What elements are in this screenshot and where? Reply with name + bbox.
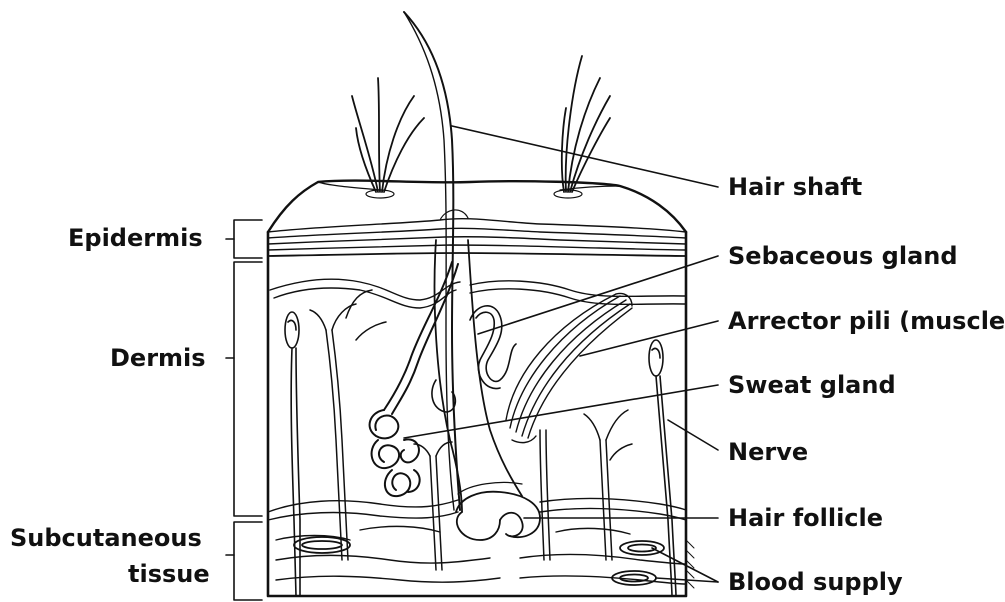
- skin-block-outline: [268, 181, 686, 596]
- nerve-fibers: [285, 312, 676, 596]
- leader-nerve: [668, 420, 718, 450]
- label-blood-supply: Blood supply: [728, 568, 903, 596]
- label-subcutaneous: Subcutaneous: [10, 524, 202, 552]
- label-dermis: Dermis: [110, 344, 206, 372]
- hair-shaft: [404, 12, 460, 510]
- label-hair-shaft: Hair shaft: [728, 173, 862, 201]
- label-hair-follicle: Hair follicle: [728, 504, 883, 532]
- hair-tuft-right: [554, 56, 610, 198]
- label-nerve: Nerve: [728, 438, 808, 466]
- label-sebaceous-gland: Sebaceous gland: [728, 242, 958, 270]
- label-tissue: tissue: [128, 560, 210, 588]
- leader-sebaceous-gland: [478, 256, 718, 334]
- label-sweat-gland: Sweat gland: [728, 371, 896, 399]
- leader-hair-shaft: [452, 126, 718, 187]
- arrector-pili-muscle: [506, 294, 632, 443]
- layer-brackets: [226, 220, 262, 600]
- label-epidermis: Epidermis: [68, 224, 218, 252]
- epidermis-layers: [268, 210, 686, 256]
- label-arrector-pili: Arrector pili (muscle): [728, 307, 1005, 335]
